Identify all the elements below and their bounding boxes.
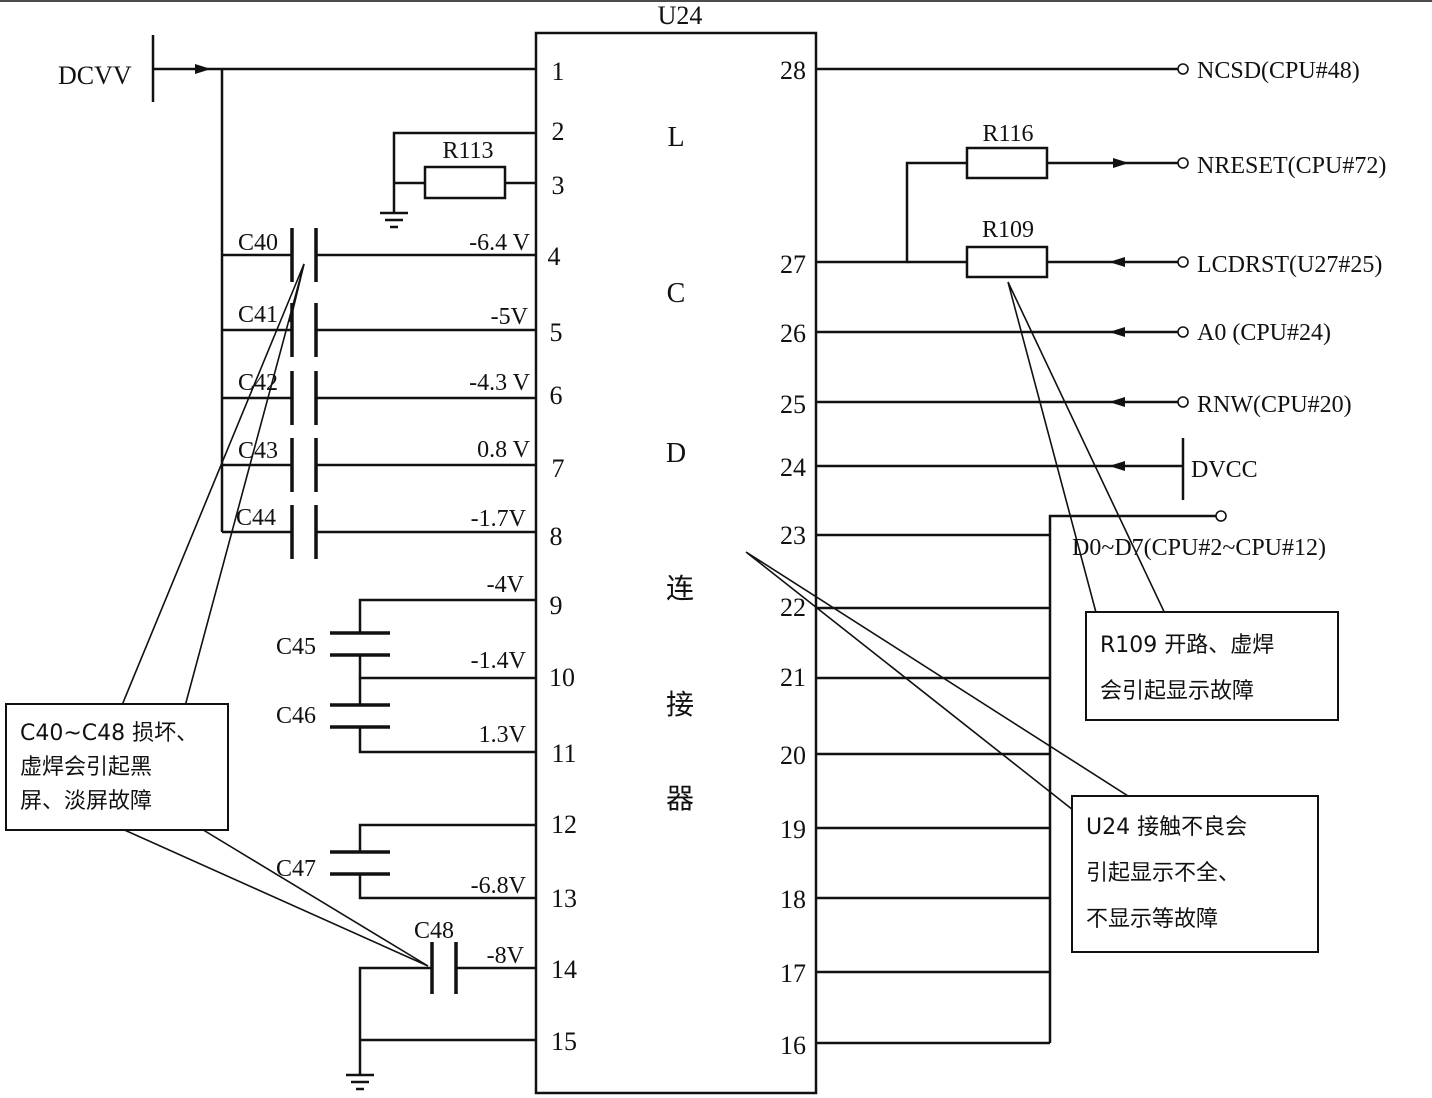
rnw-terminal (1177, 396, 1189, 408)
pin-25: 25 (780, 390, 806, 419)
voltage-pin-10: -1.4V (471, 648, 527, 674)
pin-7: 7 (552, 454, 565, 483)
pin-26: 26 (780, 319, 806, 348)
pin-16: 16 (780, 1031, 806, 1060)
ncsd-terminal (1177, 63, 1189, 75)
callout-u24-line-2: 引起显示不全、 (1086, 861, 1240, 886)
capacitor-c42 (222, 371, 536, 425)
ground-icon-r113 (380, 211, 408, 229)
callout-u24-line-3: 不显示等故障 (1086, 907, 1218, 932)
a0-terminal (1177, 326, 1189, 338)
dvcc-label: DVCC (1191, 457, 1258, 483)
callout-r109-line-1: R109 开路、虚焊 (1100, 633, 1274, 658)
data-bus-label: D0~D7(CPU#2~CPU#12) (1072, 535, 1326, 561)
connector-label-1: L (667, 122, 684, 153)
pin-13: 13 (551, 884, 577, 913)
c48-label: C48 (414, 918, 454, 944)
voltage-pin-7: 0.8 V (477, 437, 531, 463)
callout-caps-box: C40~C48 损坏、 虚焊会引起黑 屏、淡屏故障 (5, 703, 229, 831)
pin-19: 19 (780, 815, 806, 844)
r113-label: R113 (442, 138, 493, 164)
pin-10: 10 (549, 663, 575, 692)
voltage-pin-14: -8V (487, 943, 525, 969)
nreset-terminal (1177, 157, 1189, 169)
connector-label-3: D (666, 438, 686, 469)
callout-u24-line-1: U24 接触不良会 (1086, 815, 1247, 840)
pin-6: 6 (550, 381, 563, 410)
nreset-label: NRESET(CPU#72) (1197, 153, 1386, 179)
callout-u24-pointer (745, 551, 1151, 811)
callout-r109-pointer (1007, 281, 1169, 621)
voltage-pin-11: 1.3V (479, 722, 527, 748)
a0-label: A0 (CPU#24) (1197, 320, 1331, 346)
u24-title: U24 (658, 1, 703, 30)
ncsd-label: NCSD(CPU#48) (1197, 58, 1360, 84)
callout-u24-box: U24 接触不良会 引起显示不全、 不显示等故障 (1071, 795, 1319, 953)
pin-9: 9 (550, 591, 563, 620)
c41-label: C41 (238, 302, 278, 328)
pin-2-wire (392, 131, 536, 213)
connector-label-5: 接 (666, 688, 694, 721)
r116-label: R116 (982, 121, 1033, 147)
lcdrst-label: LCDRST(U27#25) (1197, 252, 1382, 278)
pin-2: 2 (552, 117, 565, 146)
c46-label: C46 (276, 703, 316, 729)
pin-12: 12 (551, 810, 577, 839)
r116-resistor (965, 146, 1049, 180)
callout-caps-line-2: 虚焊会引起黑 (20, 755, 152, 780)
voltage-pin-5: -5V (491, 304, 529, 330)
lcdrst-terminal (1177, 256, 1189, 268)
data-bus-wire (1048, 514, 1216, 1043)
pin-4: 4 (548, 242, 561, 271)
callout-caps-line-1: C40~C48 损坏、 (20, 721, 198, 746)
pin-27: 27 (780, 250, 806, 279)
pin-27-wire (816, 161, 967, 264)
pin-24: 24 (780, 453, 806, 482)
c43-label: C43 (238, 438, 278, 464)
c45-label: C45 (276, 634, 316, 660)
connector-label-2: C (667, 278, 686, 309)
pin-17: 17 (780, 959, 806, 988)
r109-resistor (965, 245, 1049, 279)
pin-18: 18 (780, 885, 806, 914)
pin-22: 22 (780, 593, 806, 622)
dcvv-label: DCVV (58, 61, 132, 90)
rnw-label: RNW(CPU#20) (1197, 392, 1352, 418)
pin-21: 21 (780, 663, 806, 692)
pin-3: 3 (552, 171, 565, 200)
voltage-pin-6: -4.3 V (469, 370, 531, 396)
pin-11: 11 (551, 739, 576, 768)
voltage-pin-4: -6.4 V (469, 230, 531, 256)
pin-23: 23 (780, 521, 806, 550)
data-bus-terminal (1215, 510, 1227, 522)
capacitor-c47 (330, 823, 536, 900)
c40-label: C40 (238, 230, 278, 256)
capacitor-c46 (330, 678, 536, 754)
pin-15: 15 (551, 1027, 577, 1056)
u24-connector-body (534, 31, 818, 1095)
callout-caps-line-3: 屏、淡屏故障 (20, 789, 152, 814)
capacitor-c43 (222, 438, 536, 492)
pin-20: 20 (780, 741, 806, 770)
capacitor-c40 (222, 228, 536, 282)
connector-label-6: 器 (666, 782, 694, 815)
callout-caps-pointers (119, 263, 429, 967)
voltage-pin-8: -1.7V (471, 506, 527, 532)
r113-resistor (423, 165, 507, 200)
pin-1: 1 (552, 57, 565, 86)
c44-label: C44 (236, 505, 276, 531)
callout-r109-box: R109 开路、虚焊 会引起显示故障 (1085, 611, 1339, 721)
pin-28: 28 (780, 56, 806, 85)
callout-r109-line-2: 会引起显示故障 (1100, 679, 1254, 704)
pin-5: 5 (550, 318, 563, 347)
voltage-pin-9: -4V (487, 572, 525, 598)
ground-icon-c48 (346, 1073, 374, 1091)
capacitor-c44 (222, 505, 536, 559)
connector-label-4: 连 (666, 572, 694, 605)
voltage-pin-13: -6.8V (471, 873, 527, 899)
pin-14: 14 (551, 955, 577, 984)
r109-label: R109 (982, 217, 1034, 243)
pin-8: 8 (550, 522, 563, 551)
